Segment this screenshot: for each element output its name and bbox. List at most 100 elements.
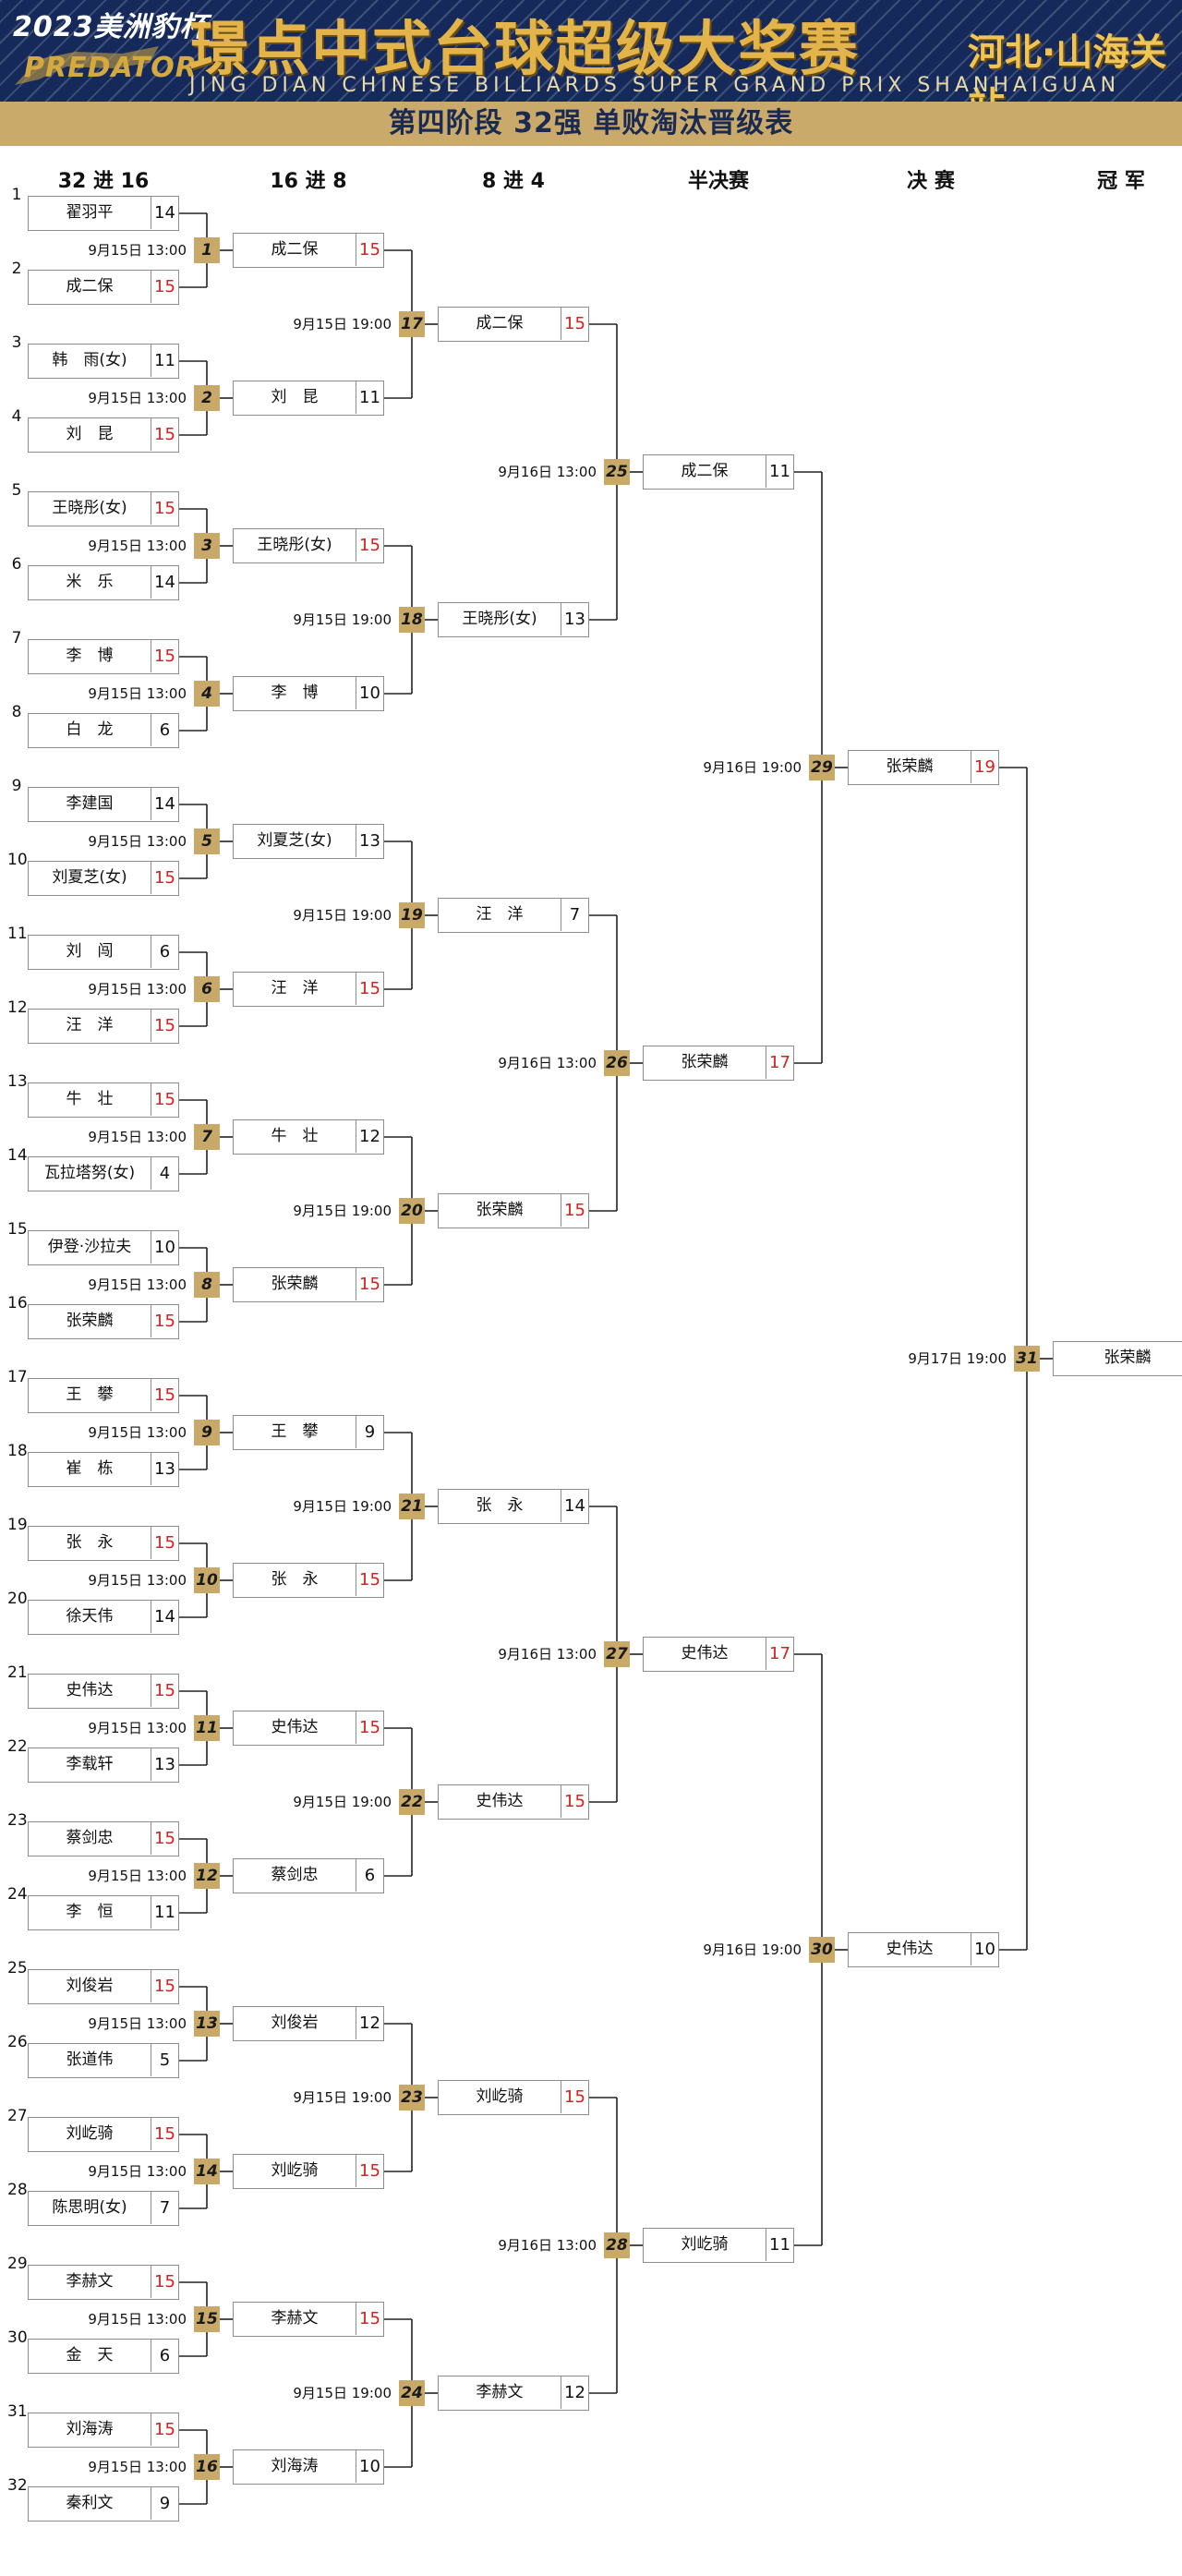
player-score: 15 <box>564 2087 585 2107</box>
match-time: 9月15日 13:00 <box>88 1868 187 1884</box>
match-number: 31 <box>1014 1346 1040 1372</box>
match-number: 8 <box>194 1272 220 1298</box>
player-name: 刘 昆 <box>29 418 151 451</box>
player-slot: 王晓彤(女)15 <box>28 491 179 526</box>
player-name: 李赫文 <box>29 2266 151 2298</box>
player-name: 张 永 <box>29 1527 151 1559</box>
player-name: 成二保 <box>234 234 356 266</box>
match-number: 7 <box>194 1124 220 1150</box>
seed-number: 7 <box>11 629 22 647</box>
player-score: 12 <box>359 1127 380 1146</box>
player-name: 汪 洋 <box>29 1010 151 1042</box>
round-header-6: 冠 军 <box>1097 170 1145 193</box>
player-score: 6 <box>159 942 171 961</box>
player-slot: 张荣麟 <box>1053 1341 1182 1376</box>
seed-number: 18 <box>7 1442 28 1460</box>
player-score: 15 <box>154 1090 175 1109</box>
seed-number: 10 <box>7 851 28 869</box>
player-score: 15 <box>359 979 380 998</box>
player-score: 15 <box>154 277 175 296</box>
cup-title: 2023美洲豹杯 <box>13 11 209 43</box>
player-name: 白 龙 <box>29 714 151 746</box>
player-name: 汪 洋 <box>439 899 561 931</box>
player-slot: 韩 雨(女)11 <box>28 344 179 379</box>
match-number: 23 <box>399 2085 425 2110</box>
player-score: 15 <box>154 2124 175 2144</box>
match-number: 5 <box>194 828 220 854</box>
match-time: 9月15日 13:00 <box>88 2015 187 2032</box>
player-score: 15 <box>564 314 585 333</box>
player-name: 张荣麟 <box>849 751 971 783</box>
player-score: 9 <box>159 2494 171 2513</box>
seed-number: 9 <box>11 777 22 795</box>
player-name: 李建国 <box>29 788 151 820</box>
player-score: 10 <box>154 1238 175 1257</box>
player-score: 15 <box>564 1201 585 1220</box>
match-number: 27 <box>604 1641 630 1667</box>
player-score: 15 <box>154 1829 175 1848</box>
seed-number: 21 <box>7 1663 28 1682</box>
player-name: 刘屹骑 <box>234 2155 356 2187</box>
player-score: 4 <box>159 1164 171 1183</box>
seed-number: 11 <box>7 925 28 943</box>
match-time: 9月15日 19:00 <box>293 907 392 924</box>
player-score: 15 <box>359 2161 380 2181</box>
player-name: 汪 洋 <box>234 973 356 1005</box>
seed-number: 16 <box>7 1294 28 1312</box>
stage-title: 第四阶段 32强 单败淘汰晋级表 <box>0 102 1182 146</box>
player-name: 伊登·沙拉夫 <box>29 1231 151 1264</box>
player-name: 史伟达 <box>439 1785 561 1818</box>
match-number: 12 <box>194 1863 220 1889</box>
player-name: 韩 雨(女) <box>29 345 151 377</box>
player-name: 翟羽平 <box>29 197 151 229</box>
player-name: 张道伟 <box>29 2044 151 2076</box>
seed-number: 30 <box>7 2328 28 2347</box>
match-number: 25 <box>604 459 630 485</box>
predator-logo-icon <box>15 46 159 85</box>
player-slot: 陈思明(女)7 <box>28 2191 179 2226</box>
seed-number: 3 <box>11 333 22 352</box>
match-time: 9月15日 19:00 <box>293 1203 392 1219</box>
player-name: 王晓彤(女) <box>29 492 151 525</box>
match-number: 18 <box>399 607 425 633</box>
player-score: 15 <box>359 536 380 555</box>
match-number: 11 <box>194 1715 220 1741</box>
event-title: 璟点中式台球超级大奖赛 <box>189 16 860 84</box>
player-score: 10 <box>974 1940 995 1959</box>
match-time: 9月16日 19:00 <box>703 759 802 776</box>
player-score: 14 <box>154 573 175 592</box>
match-time: 9月15日 13:00 <box>88 538 187 554</box>
seed-number: 8 <box>11 703 22 721</box>
player-name: 史伟达 <box>849 1933 971 1965</box>
match-number: 20 <box>399 1198 425 1224</box>
match-time: 9月15日 13:00 <box>88 2163 187 2180</box>
round-header-5: 决 赛 <box>907 170 955 193</box>
player-name: 张荣麟 <box>29 1305 151 1337</box>
player-score: 15 <box>154 1385 175 1405</box>
player-score: 15 <box>564 1792 585 1811</box>
match-time: 9月15日 13:00 <box>88 1720 187 1736</box>
player-slot: 刘夏芝(女)15 <box>28 861 179 896</box>
player-name: 刘屹骑 <box>644 2229 766 2261</box>
match-time: 9月15日 13:00 <box>88 685 187 702</box>
player-name: 金 天 <box>29 2340 151 2372</box>
player-score: 10 <box>359 2457 380 2476</box>
player-score: 15 <box>359 1570 380 1590</box>
